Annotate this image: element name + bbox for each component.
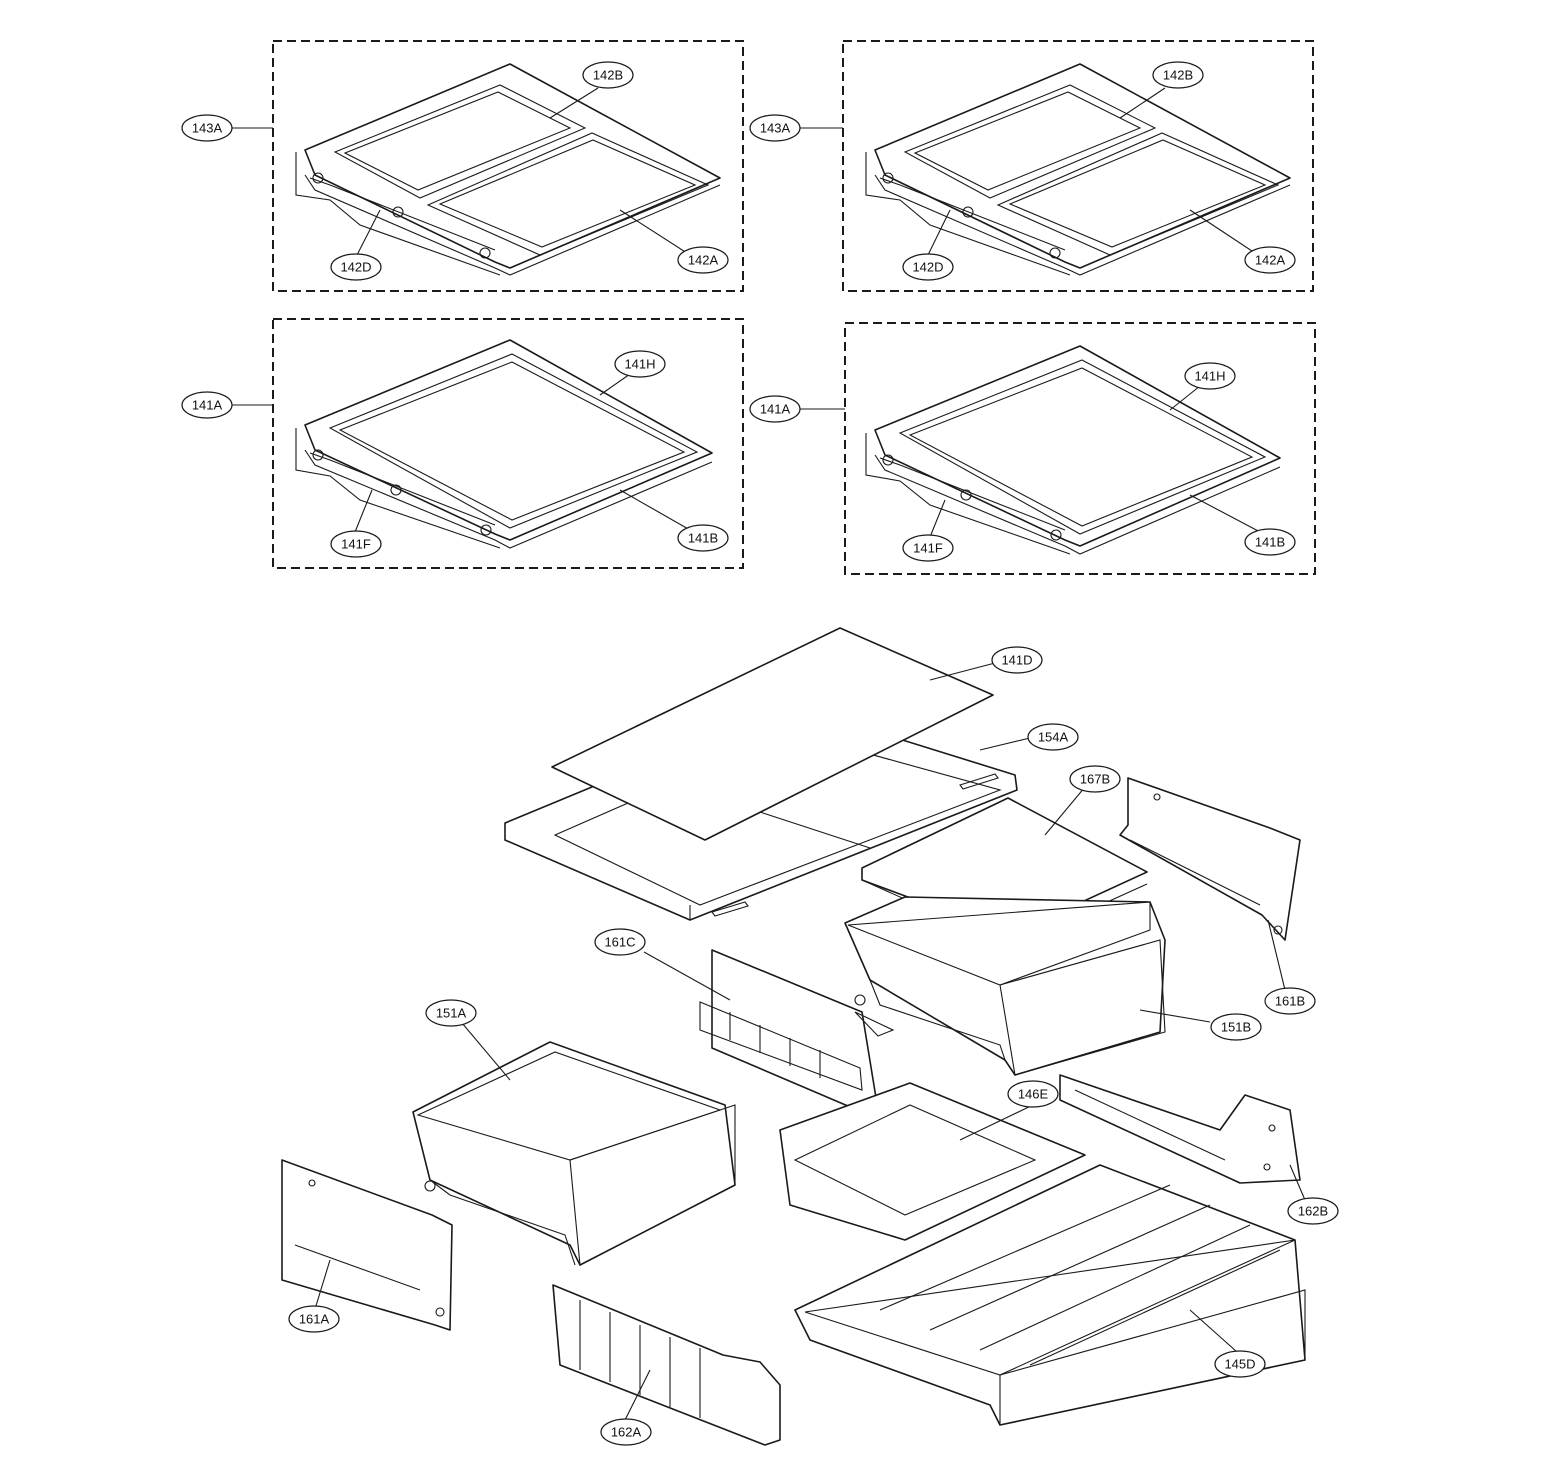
assembly-box-141a-right (844, 322, 1316, 575)
svg-text:143A: 143A (192, 121, 223, 136)
svg-text:161B: 161B (1275, 994, 1305, 1009)
svg-text:142B: 142B (1163, 68, 1193, 83)
center-tray (779, 1082, 1086, 1241)
full-shelf-right (865, 345, 1281, 555)
split-shelf-right (865, 63, 1291, 276)
svg-text:161C: 161C (604, 935, 635, 950)
callout-167b: 167B (1069, 765, 1121, 793)
rear-cover-right (1059, 1074, 1301, 1184)
callout-145d: 145D (1214, 1350, 1266, 1378)
callout-143a-right: 143A (749, 114, 801, 142)
svg-text:151A: 151A (436, 1006, 467, 1021)
callout-142a-left: 142A (677, 246, 729, 274)
crisper-drawer-right (844, 896, 1166, 1076)
split-shelf-left (295, 63, 721, 276)
callout-141f-left: 141F (330, 530, 382, 558)
svg-text:143A: 143A (760, 121, 791, 136)
callout-161a: 161A (288, 1305, 340, 1333)
rear-cover-left (552, 1284, 781, 1446)
callout-161b: 161B (1264, 987, 1316, 1015)
callout-141d: 141D (991, 646, 1043, 674)
callout-143a-left: 143A (181, 114, 233, 142)
callout-162b: 162B (1287, 1197, 1339, 1225)
svg-text:141H: 141H (624, 357, 655, 372)
end-cap-right (1119, 777, 1301, 941)
assembly-box-143a-left (272, 40, 744, 292)
callout-142a-right: 142A (1244, 246, 1296, 274)
svg-text:162B: 162B (1298, 1204, 1328, 1219)
callout-141a-left: 141A (181, 391, 233, 419)
svg-text:141H: 141H (1194, 369, 1225, 384)
svg-text:141F: 141F (341, 537, 371, 552)
callout-142d-left: 142D (330, 253, 382, 281)
callout-142d-right: 142D (902, 253, 954, 281)
callout-161c: 161C (594, 928, 646, 956)
callout-142b-left: 142B (582, 61, 634, 89)
svg-text:141B: 141B (688, 531, 718, 546)
svg-text:145D: 145D (1224, 1357, 1255, 1372)
callout-141h-left: 141H (614, 350, 666, 378)
callout-151b: 151B (1210, 1013, 1262, 1041)
glass-panel (551, 627, 994, 841)
callout-162a: 162A (600, 1418, 652, 1446)
svg-text:141A: 141A (192, 398, 223, 413)
leader-lines (232, 87, 1306, 1421)
callout-154a: 154A (1027, 723, 1079, 751)
assembly-box-143a-right (842, 40, 1314, 292)
svg-text:151B: 151B (1221, 1020, 1251, 1035)
callout-141f-right: 141F (902, 534, 954, 562)
bottom-pan (794, 1164, 1306, 1426)
callout-142b-right: 142B (1152, 61, 1204, 89)
svg-text:146E: 146E (1018, 1087, 1049, 1102)
svg-text:142A: 142A (688, 253, 719, 268)
svg-text:142A: 142A (1255, 253, 1286, 268)
callout-141b-left: 141B (677, 524, 729, 552)
full-shelf-left (295, 339, 713, 549)
svg-text:167B: 167B (1080, 772, 1110, 787)
svg-text:154A: 154A (1038, 730, 1069, 745)
svg-text:141A: 141A (760, 402, 791, 417)
svg-text:142D: 142D (912, 260, 943, 275)
svg-text:141D: 141D (1001, 653, 1032, 668)
callout-151a: 151A (425, 999, 477, 1027)
callout-146e: 146E (1007, 1080, 1059, 1108)
svg-text:141F: 141F (913, 541, 943, 556)
end-cap-left (281, 1159, 453, 1331)
svg-text:141B: 141B (1255, 535, 1285, 550)
svg-text:162A: 162A (611, 1425, 642, 1440)
center-divider (699, 949, 895, 1113)
svg-text:142D: 142D (340, 260, 371, 275)
assembly-box-141a-left (272, 318, 744, 569)
svg-text:161A: 161A (299, 1312, 330, 1327)
callout-141h-right: 141H (1184, 362, 1236, 390)
callout-141a-right: 141A (749, 395, 801, 423)
svg-text:142B: 142B (593, 68, 623, 83)
callout-141b-right: 141B (1244, 528, 1296, 556)
crisper-drawer-left (412, 1041, 736, 1266)
